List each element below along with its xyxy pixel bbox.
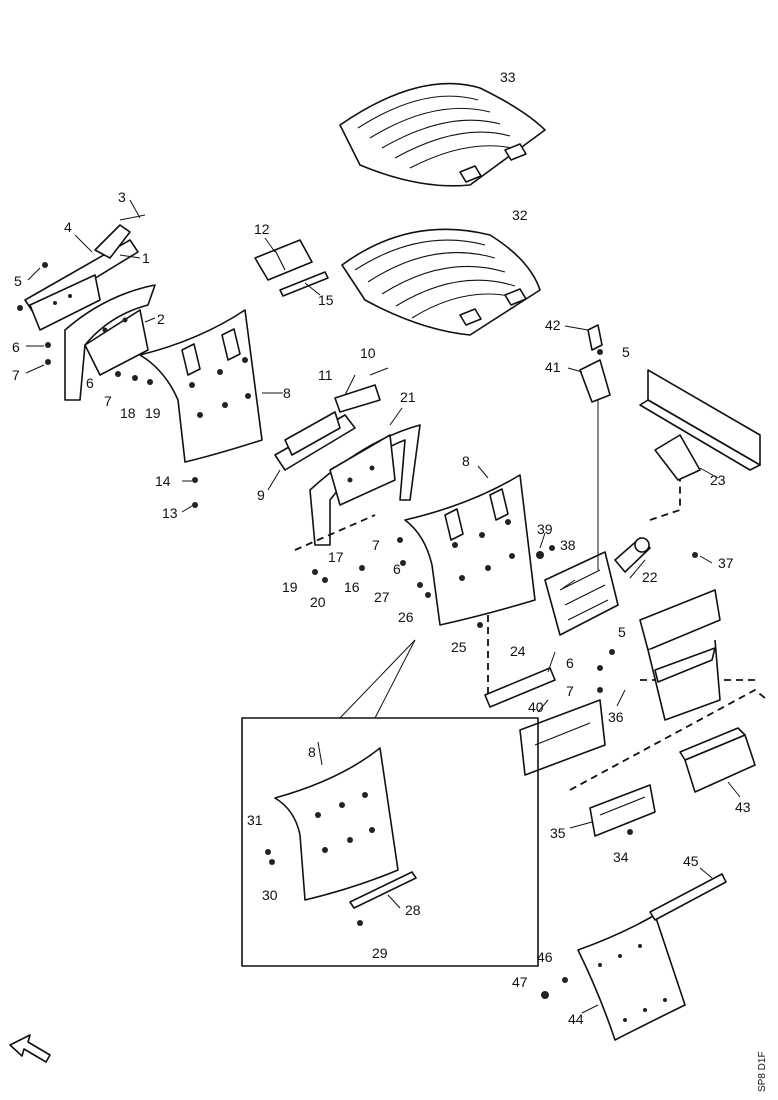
callout-32: 32 <box>512 207 528 223</box>
mudguard-top-33 <box>339 82 546 187</box>
callout-25: 25 <box>451 639 467 655</box>
callout-20: 20 <box>310 594 326 610</box>
callout-9: 9 <box>257 487 265 503</box>
forward-arrow-icon <box>9 1034 51 1063</box>
callout-6c: 6 <box>393 561 401 577</box>
callout-45: 45 <box>683 853 699 869</box>
callout-33: 33 <box>500 69 516 85</box>
fender-panel-8-right <box>404 474 536 626</box>
fender-panel-8-left <box>139 309 263 463</box>
callout-7d: 7 <box>566 683 574 699</box>
fasteners <box>17 262 698 999</box>
callout-6b: 6 <box>86 375 94 391</box>
leader-lines <box>25 199 741 1014</box>
callouts: 33 32 3 4 1 5 2 6 7 6 7 18 19 12 15 10 1… <box>12 69 751 1027</box>
plate-12 <box>254 239 329 297</box>
callout-47: 47 <box>512 974 528 990</box>
callout-11: 11 <box>318 367 333 383</box>
callout-10: 10 <box>360 345 376 361</box>
callout-8b: 8 <box>462 453 470 469</box>
callout-8a: 8 <box>283 385 291 401</box>
callout-12: 12 <box>254 221 270 237</box>
callout-30: 30 <box>262 887 278 903</box>
callout-41: 41 <box>545 359 561 375</box>
callout-29: 29 <box>372 945 388 961</box>
callout-17: 17 <box>328 549 344 565</box>
callout-28: 28 <box>405 902 421 918</box>
detail-inset <box>241 639 539 967</box>
mounting-block-22 <box>544 537 651 636</box>
callout-31: 31 <box>247 812 263 828</box>
callout-43: 43 <box>735 799 751 815</box>
bracket-mid-9 <box>274 367 389 471</box>
callout-38: 38 <box>560 537 576 553</box>
callout-6a: 6 <box>12 339 20 355</box>
plate-35 <box>589 784 656 837</box>
callout-14: 14 <box>155 473 171 489</box>
mud-flap-44 <box>577 873 727 1041</box>
callout-7a: 7 <box>12 367 20 383</box>
callout-6d: 6 <box>566 655 574 671</box>
callout-34: 34 <box>613 849 629 865</box>
callout-5a: 5 <box>14 273 22 289</box>
callout-18a: 18 <box>120 405 136 421</box>
callout-13: 13 <box>162 505 178 521</box>
callout-4: 4 <box>64 219 72 235</box>
callout-35: 35 <box>550 825 566 841</box>
callout-21: 21 <box>400 389 416 405</box>
frame-rail-23 <box>639 369 761 481</box>
callout-19b: 19 <box>282 579 298 595</box>
callout-3: 3 <box>118 189 126 205</box>
callout-5c: 5 <box>618 624 626 640</box>
callout-1: 1 <box>142 250 150 266</box>
callout-27: 27 <box>374 589 390 605</box>
plate-40 <box>519 699 606 776</box>
callout-26: 26 <box>398 609 414 625</box>
callout-15: 15 <box>318 292 334 308</box>
plate-24 <box>484 667 556 708</box>
callout-22: 22 <box>642 569 658 585</box>
callout-42: 42 <box>545 317 561 333</box>
drawing-code: SP8 D1F <box>757 1051 768 1092</box>
bracket-rail-1 <box>24 214 146 331</box>
callout-2: 2 <box>157 311 165 327</box>
callout-16: 16 <box>344 579 360 595</box>
callout-8-inset: 8 <box>308 744 316 760</box>
callout-19a: 19 <box>145 405 161 421</box>
small-bracket-41 <box>579 324 611 570</box>
callout-44: 44 <box>568 1011 584 1027</box>
callout-46: 46 <box>537 949 553 965</box>
callout-23: 23 <box>710 472 726 488</box>
fender-arch-21 <box>309 424 421 546</box>
callout-7b: 7 <box>104 393 112 409</box>
step-bracket-36 <box>639 589 721 721</box>
callout-39: 39 <box>537 521 553 537</box>
callout-7c: 7 <box>372 537 380 553</box>
fender-arch-2 <box>64 284 156 401</box>
callout-37: 37 <box>718 555 734 571</box>
mudguard-main-32 <box>341 228 541 336</box>
callout-24: 24 <box>510 643 526 659</box>
callout-40: 40 <box>528 699 544 715</box>
box-43 <box>679 727 756 793</box>
callout-5b: 5 <box>622 344 630 360</box>
callout-36: 36 <box>608 709 624 725</box>
